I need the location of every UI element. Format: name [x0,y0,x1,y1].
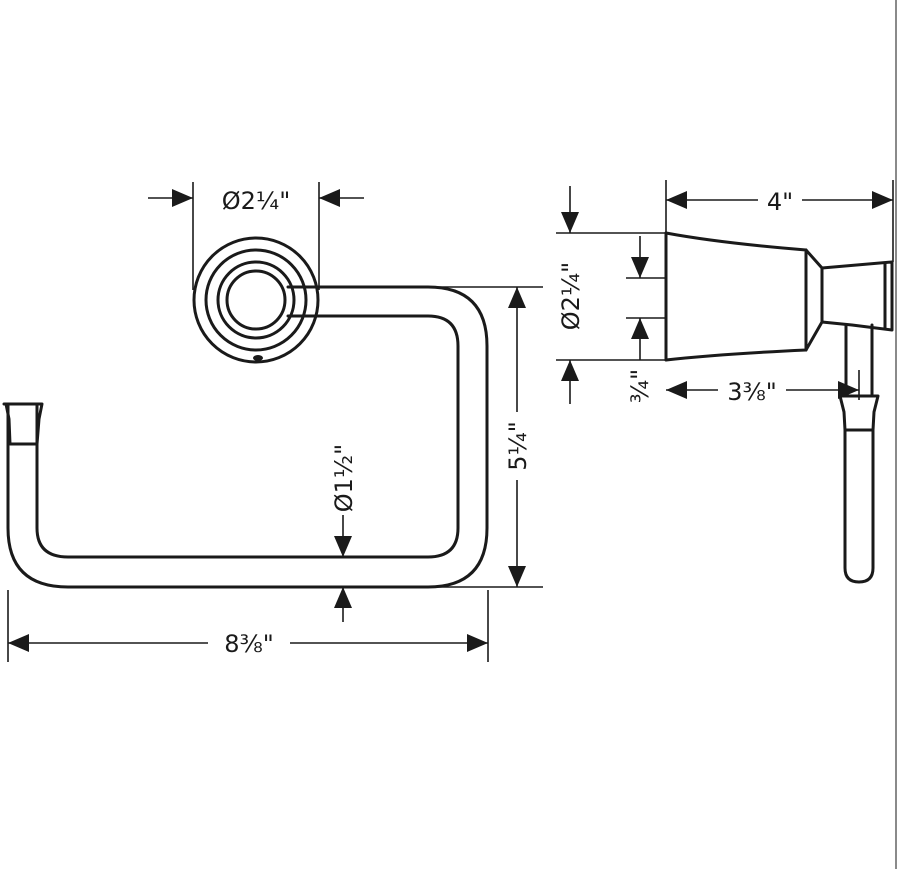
arrow-head [838,381,859,399]
arrow-head [561,360,579,381]
dim-projection: 4" [767,188,793,216]
page-border [895,0,897,869]
arrow-head [666,381,687,399]
flange-profile [664,231,808,362]
dim-ring-height: 5¼" [504,421,532,471]
arrow-head [631,318,649,339]
rosette-outer [192,236,320,364]
side-view: 4" Ø2¼" ¾" 3⅜" [556,180,894,584]
front-view: Ø2¼" 5¼" Ø1½" 8⅜" [2,182,543,662]
dim-rosette-diameter-side: Ø2¼" [557,262,585,330]
dim-ring-offset: 3⅜" [727,378,777,406]
dim-rosette-diameter-front: Ø2¼" [222,187,290,215]
post-collar [804,248,894,352]
dim-ring-width: 8⅜" [224,630,274,658]
arrow-head [334,536,352,557]
arrow-head [172,189,193,207]
towel-ring-inner [35,314,460,559]
set-screw [253,355,263,361]
dim-rosette-offset: ¾" [626,369,654,403]
arrow-head [334,587,352,608]
ring-bar-side [838,323,880,584]
rosette-inner [216,260,296,340]
arrow-head [467,634,488,652]
rosette-core [225,269,287,331]
end-cap [2,402,44,446]
arrow-head [561,212,579,233]
arrow-head [319,189,340,207]
rosette-middle [204,248,308,352]
towel-ring-outer [6,285,489,589]
arrow-head [631,257,649,278]
arrow-head [508,287,526,308]
arrow-head [666,191,687,209]
arrow-head [872,191,893,209]
arrow-head [508,566,526,587]
arrow-head [8,634,29,652]
dim-bar-diameter: Ø1½" [330,444,358,512]
